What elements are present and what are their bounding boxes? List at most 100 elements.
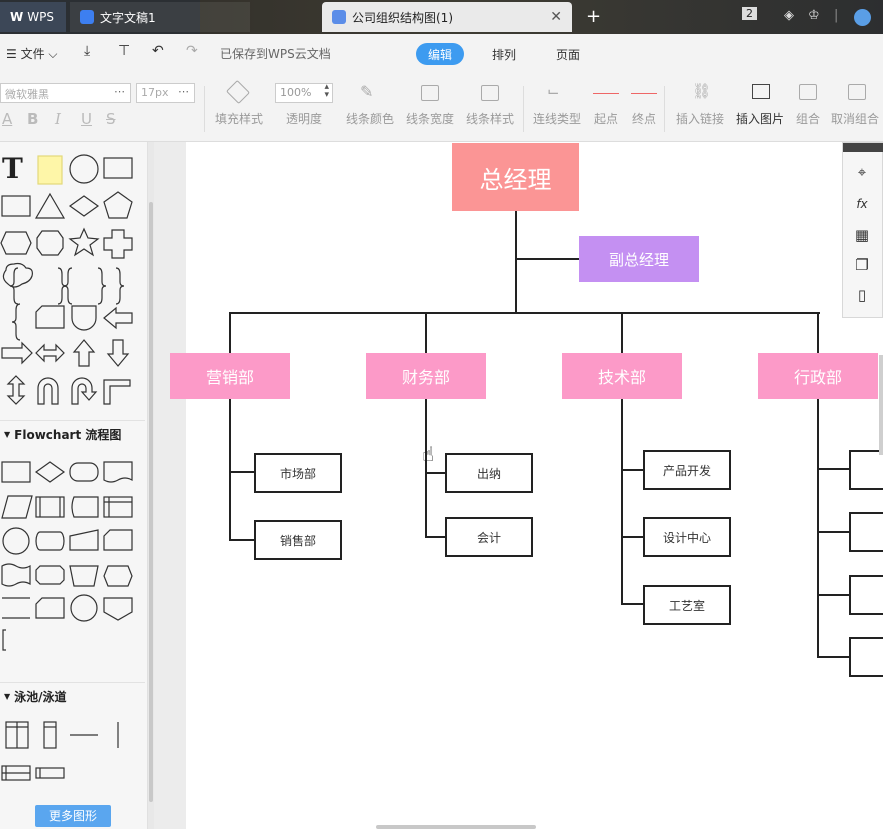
insert-link-button[interactable]: 插入链接: [675, 112, 724, 126]
department-node-admin[interactable]: 行政部: [758, 353, 878, 399]
tab-wps-home[interactable]: W WPS: [0, 2, 66, 32]
stepper-icon[interactable]: ▴▾: [324, 82, 329, 100]
more-shapes-button[interactable]: 更多图形: [35, 805, 111, 827]
chevron-down-icon: ⌵: [44, 47, 58, 61]
sub-node-sales[interactable]: 销售部: [254, 520, 342, 560]
redo-icon[interactable]: ↷: [186, 43, 198, 59]
connector-line[interactable]: [425, 472, 446, 474]
department-node-finance[interactable]: 财务部: [366, 353, 486, 399]
new-tab-icon[interactable]: +: [586, 6, 602, 27]
connector-line[interactable]: [817, 656, 850, 658]
connector-type-button[interactable]: 连线类型: [532, 112, 581, 126]
ungroup-button[interactable]: 取消组合: [830, 112, 879, 126]
start-point-button[interactable]: 起点: [593, 112, 618, 126]
sub-node-cashier[interactable]: 出纳: [445, 453, 533, 493]
font-size-select[interactable]: 17px ⋯: [136, 83, 195, 103]
bold-icon[interactable]: B: [27, 110, 39, 128]
panel-scrollbar[interactable]: [148, 142, 154, 829]
connector-line[interactable]: [621, 312, 623, 353]
connector-line[interactable]: [621, 603, 644, 605]
calendar-icon[interactable]: ▦: [854, 226, 870, 244]
line-width-button[interactable]: 线条宽度: [405, 112, 454, 126]
strikethrough-icon[interactable]: S: [106, 110, 116, 128]
canvas-scrollbar[interactable]: [879, 355, 883, 455]
sub-node-admin-2[interactable]: [849, 512, 883, 552]
navigate-icon[interactable]: ⌖: [857, 163, 867, 181]
deputy-node[interactable]: 副总经理: [579, 236, 699, 282]
sub-node-admin-1[interactable]: [849, 450, 883, 490]
download-icon[interactable]: ⤓: [84, 43, 91, 59]
fill-style-button[interactable]: 填充样式: [214, 112, 263, 126]
insert-image-button[interactable]: 插入图片: [735, 112, 784, 126]
font-color-icon[interactable]: A: [2, 110, 13, 128]
tab-document[interactable]: 文字文稿1: [70, 2, 250, 32]
tab-edit[interactable]: 编辑: [416, 43, 465, 65]
flowchart-shapes-grid[interactable]: [0, 450, 145, 672]
connector-line[interactable]: [817, 531, 850, 533]
opacity-input[interactable]: 100% ▴▾: [275, 83, 333, 103]
group-button[interactable]: 组合: [795, 112, 820, 126]
end-point-button[interactable]: 终点: [631, 112, 656, 126]
formula-icon[interactable]: fx: [856, 197, 868, 211]
connector-line[interactable]: [516, 258, 579, 260]
connector-line[interactable]: [817, 398, 819, 658]
connector-line[interactable]: [229, 398, 231, 541]
sub-node-product-dev[interactable]: 产品开发: [643, 450, 731, 490]
svg-text:T: T: [2, 152, 23, 185]
underline-icon[interactable]: U: [81, 110, 92, 128]
tab-org-chart[interactable]: 公司组织结构图(1) ✕: [322, 2, 572, 32]
ceo-node[interactable]: 总经理: [452, 143, 579, 211]
connector-line[interactable]: [817, 468, 850, 470]
window-count-badge[interactable]: 2: [742, 7, 757, 20]
undo-icon[interactable]: ↶: [152, 43, 164, 59]
line-color-button[interactable]: 线条颜色: [345, 112, 394, 126]
menu-bar: ☰ 文件 ⌵ ⤓ ⊤ ↶ ↷ 已保存到WPS云文档 编辑 排列 页面: [0, 34, 883, 72]
shape-library-panel: T: [0, 142, 148, 829]
skin-icon[interactable]: ♔: [808, 8, 820, 23]
sub-node-market[interactable]: 市场部: [254, 453, 342, 493]
close-tab-icon[interactable]: ✕: [550, 9, 562, 25]
avatar[interactable]: [854, 9, 871, 26]
end-point-icon: [631, 93, 657, 94]
connector-line[interactable]: [425, 312, 427, 353]
file-menu[interactable]: ☰ 文件 ⌵: [6, 45, 58, 62]
connector-line[interactable]: [621, 469, 644, 471]
connector-line[interactable]: [621, 536, 644, 538]
share-icon[interactable]: ◈: [784, 8, 794, 23]
connector-line[interactable]: [229, 471, 255, 473]
tab-page[interactable]: 页面: [556, 47, 581, 62]
page-icon[interactable]: ▯: [857, 286, 867, 304]
line-style-button[interactable]: 线条样式: [465, 112, 514, 126]
start-point-icon: [593, 93, 619, 94]
connector-line[interactable]: [817, 312, 819, 353]
connector-line[interactable]: [229, 312, 820, 314]
ungroup-icon: [848, 84, 866, 100]
opacity-value: 100%: [280, 86, 312, 99]
sub-node-craft-room[interactable]: 工艺室: [643, 585, 731, 625]
italic-icon[interactable]: I: [55, 110, 61, 128]
pages-icon[interactable]: ❐: [855, 256, 869, 274]
swimlane-shapes-grid[interactable]: [0, 712, 145, 792]
sub-node-admin-3[interactable]: [849, 575, 883, 615]
connector-line[interactable]: [229, 539, 255, 541]
connector-line[interactable]: [515, 210, 517, 314]
horizontal-scrollbar[interactable]: [376, 825, 536, 829]
font-family-select[interactable]: 微软雅黑 ⋯: [0, 83, 131, 103]
swimlane-section-header[interactable]: ▼ 泳池/泳道: [0, 682, 145, 710]
basic-shapes-grid[interactable]: T: [0, 142, 145, 412]
tab-arrange[interactable]: 排列: [492, 47, 517, 62]
sub-node-admin-4[interactable]: [849, 637, 883, 677]
department-node-tech[interactable]: 技术部: [562, 353, 682, 399]
divider: [523, 86, 524, 132]
sub-node-design-center[interactable]: 设计中心: [643, 517, 731, 557]
connector-line[interactable]: [621, 398, 623, 605]
sub-node-accounting[interactable]: 会计: [445, 517, 533, 557]
connector-line[interactable]: [425, 398, 427, 538]
flowchart-section-header[interactable]: ▼ Flowchart 流程图: [0, 420, 145, 448]
connector-line[interactable]: [425, 536, 446, 538]
file-menu-label: 文件: [20, 47, 45, 61]
connector-line[interactable]: [229, 312, 231, 353]
format-painter-icon[interactable]: ⊤: [118, 43, 131, 59]
connector-line[interactable]: [817, 594, 850, 596]
department-node-marketing[interactable]: 营销部: [170, 353, 290, 399]
